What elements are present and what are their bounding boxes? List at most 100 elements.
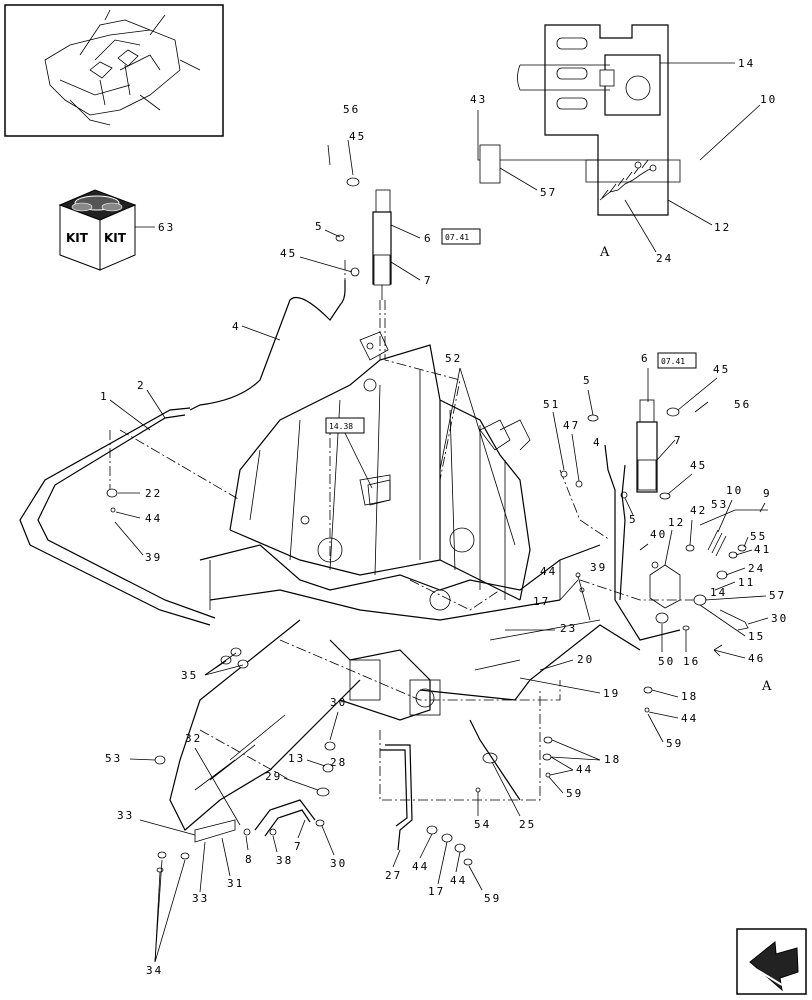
callout-35: 35 xyxy=(181,669,198,682)
callout-52: 52 xyxy=(445,352,462,365)
callout-56-right: 56 xyxy=(734,398,751,411)
callout-17-mid: 17 xyxy=(533,595,550,608)
callout-44-b2: 44 xyxy=(450,874,467,887)
callout-51: 51 xyxy=(543,398,560,411)
callout-9: 9 xyxy=(763,487,772,500)
callout-25: 25 xyxy=(519,818,536,831)
callout-59-bottom: 59 xyxy=(566,787,583,800)
callout-44-bottom: 44 xyxy=(576,763,593,776)
callout-29: 29 xyxy=(265,770,282,783)
callout-34: 34 xyxy=(146,964,163,977)
reference-box[interactable] xyxy=(441,228,481,245)
callout-7-top: 7 xyxy=(424,274,433,287)
callout-17-bottom: 17 xyxy=(428,885,445,898)
callout-6-top: 6 xyxy=(424,232,433,245)
cylinder-assembly-right: 6 07.41 45 56 5 7 45 5 51 47 4 xyxy=(543,352,751,641)
callout-15: 15 xyxy=(748,630,765,643)
overview-thumbnail[interactable] xyxy=(4,4,224,137)
callout-30-mid: 30 xyxy=(330,696,347,709)
callout-30-right: 30 xyxy=(771,612,788,625)
callout-5-right-bottom: 5 xyxy=(629,513,638,526)
callout-27: 27 xyxy=(385,869,402,882)
kit-label-left: KIT xyxy=(66,231,89,245)
callout-10-detail: 10 xyxy=(760,93,777,106)
callout-28: 28 xyxy=(330,756,347,769)
assembly-guide-lines xyxy=(109,300,700,801)
callout-20: 20 xyxy=(577,653,594,666)
reference-box-label: 07.41 xyxy=(661,357,685,366)
callout-6-right: 6 xyxy=(641,352,650,365)
kit-label-right: KIT xyxy=(104,231,127,245)
reference-14-38: 14.38 xyxy=(325,417,391,506)
callout-11: 11 xyxy=(738,576,755,589)
lower-center-fittings: 18 44 59 25 54 27 44 17 44 59 xyxy=(380,719,621,905)
mid-right-callouts: 44 39 17 23 20 19 18 44 59 xyxy=(505,561,698,750)
callout-45-right-top: 45 xyxy=(713,363,730,376)
view-letter-a-main: A xyxy=(761,679,772,694)
callout-13: 13 xyxy=(288,752,305,765)
callout-41: 41 xyxy=(754,543,771,556)
callout-47: 47 xyxy=(563,419,580,432)
callout-44-mid: 44 xyxy=(540,565,557,578)
callout-14-detail: 14 xyxy=(738,57,755,70)
callout-2: 2 xyxy=(137,379,146,392)
callout-33-bottom: 33 xyxy=(192,892,209,905)
callout-19: 19 xyxy=(603,687,620,700)
callout-18-right: 18 xyxy=(681,690,698,703)
callout-16: 16 xyxy=(683,655,700,668)
callout-56-top: 56 xyxy=(343,103,360,116)
callout-7-bottom: 7 xyxy=(294,840,303,853)
cylinder-assembly-left: 56 45 5 6 07.41 45 7 4 xyxy=(189,103,481,411)
callout-63: 63 xyxy=(158,221,175,234)
callout-12-detail: 12 xyxy=(714,221,731,234)
reference-box[interactable] xyxy=(657,352,697,369)
callout-4-right: 4 xyxy=(593,436,602,449)
callout-45-right-bottom: 45 xyxy=(690,459,707,472)
callout-45-top: 45 xyxy=(349,130,366,143)
reference-box-label: 14.38 xyxy=(329,422,353,431)
callout-42: 42 xyxy=(690,504,707,517)
callout-32: 32 xyxy=(185,732,202,745)
callout-18-bottom: 18 xyxy=(604,753,621,766)
callout-53-right: 53 xyxy=(711,498,728,511)
callout-4-left: 4 xyxy=(232,320,241,333)
navigation-arrow-button[interactable] xyxy=(736,928,807,995)
callout-45-mid: 45 xyxy=(280,247,297,260)
callout-40: 40 xyxy=(650,528,667,541)
callout-23: 23 xyxy=(560,622,577,635)
callout-46: 46 xyxy=(748,652,765,665)
callout-57-right: 57 xyxy=(769,589,786,602)
callout-33-top: 33 xyxy=(117,809,134,822)
callout-24-detail: 24 xyxy=(656,252,673,265)
callout-22: 22 xyxy=(145,487,162,500)
callout-30-bottom: 30 xyxy=(330,857,347,870)
callout-44-left: 44 xyxy=(145,512,162,525)
callout-14-right: 14 xyxy=(710,586,727,599)
callout-7-right: 7 xyxy=(674,434,683,447)
callout-54: 54 xyxy=(474,818,491,831)
hitch-lower-parts: 53 32 13 30 28 29 33 33 34 31 8 38 xyxy=(105,696,347,977)
callout-50: 50 xyxy=(658,655,675,668)
callout-8: 8 xyxy=(245,853,254,866)
detail-view-a: 14 10 12 24 57 43 A xyxy=(470,24,777,265)
callout-1: 1 xyxy=(100,390,109,403)
callout-24-right: 24 xyxy=(748,562,765,575)
callout-59-right: 59 xyxy=(666,737,683,750)
callout-10-right: 10 xyxy=(726,484,743,497)
callout-44-b1: 44 xyxy=(412,860,429,873)
callout-38: 38 xyxy=(276,854,293,867)
callout-31: 31 xyxy=(227,877,244,890)
hydraulic-lines-left: 1 2 22 44 39 xyxy=(19,379,216,626)
callout-5-top: 5 xyxy=(315,220,324,233)
callout-44-right: 44 xyxy=(681,712,698,725)
callout-5-right-top: 5 xyxy=(583,374,592,387)
view-letter-a-detail: A xyxy=(599,245,610,260)
kit-icon: KIT KIT 63 xyxy=(58,189,175,271)
callout-43: 43 xyxy=(470,93,487,106)
callout-12-right: 12 xyxy=(668,516,685,529)
control-linkage-cluster: 9 10 53 42 12 55 41 40 24 11 14 57 30 15… xyxy=(639,484,788,694)
callout-39-left: 39 xyxy=(145,551,162,564)
callout-55: 55 xyxy=(750,530,767,543)
callout-39-mid: 39 xyxy=(590,561,607,574)
